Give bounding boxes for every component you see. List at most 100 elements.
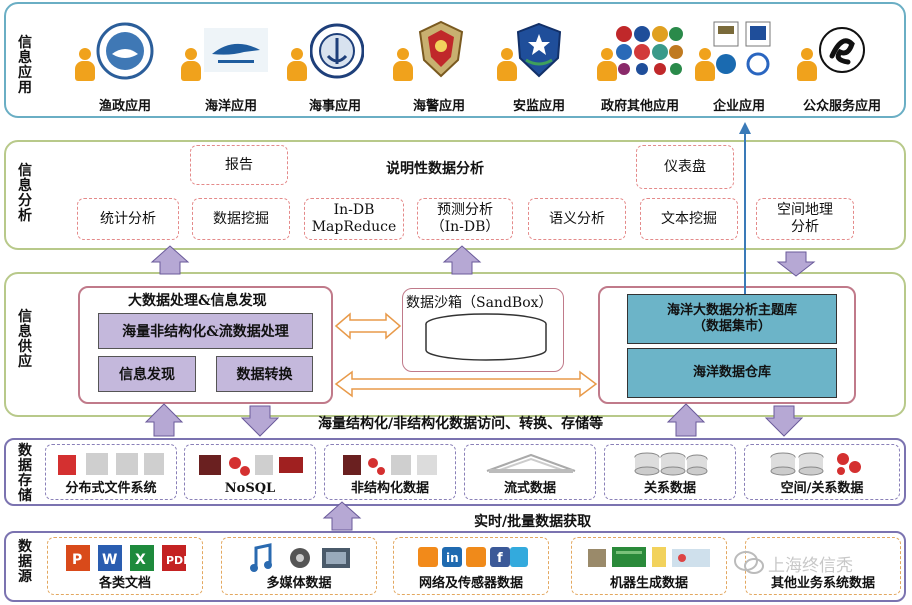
descriptive-analysis-title: 说明性数据分析: [386, 161, 484, 177]
person-icon: [74, 48, 96, 82]
ocean-warehouse-box: 海洋数据仓库: [627, 348, 837, 398]
database-cylinder-icon: [425, 313, 547, 361]
public-service-logo-icon: [819, 27, 865, 73]
text-mining-box: 文本挖掘: [640, 198, 738, 240]
watermark: 上海终信秃: [734, 548, 904, 578]
app-label: 公众服务应用: [802, 99, 881, 114]
storage-cell-spatial: 空间/关系数据: [744, 444, 900, 500]
svg-text:f: f: [497, 551, 503, 566]
data-mart-label: （数据集市）: [692, 319, 771, 334]
statistical-analysis-box: 统计分析: [77, 198, 179, 240]
predictive-indb-label: （In-DB）: [430, 219, 500, 235]
unstructured-processing-box: 海量非结构化&流数据处理: [98, 313, 313, 349]
predictive-analysis-box: 预测分析 （In-DB）: [417, 198, 513, 240]
app-label: 渔政应用: [98, 99, 151, 114]
double-arrow-sandbox: [334, 312, 402, 340]
fishery-emblem-icon: [96, 22, 154, 80]
application-layer-label: 信息应用: [18, 35, 32, 96]
info-discovery-box: 信息发现: [98, 356, 196, 392]
storage-cell-label: 关系数据: [643, 481, 696, 496]
person-icon: [180, 48, 202, 82]
down-arrow: [240, 405, 280, 437]
up-arrow: [150, 245, 190, 275]
coast-guard-badge-icon: [418, 20, 464, 78]
spatial-analysis-label: 分析: [791, 219, 819, 235]
person-icon: [286, 48, 308, 82]
spatial-analysis-box: 空间地理 分析: [756, 198, 854, 240]
down-arrow: [764, 405, 804, 437]
multimedia-icon: [250, 543, 350, 572]
supply-layer-label: 信息供应: [18, 309, 32, 370]
theme-database-box: 海洋大数据分析主题库 （数据集市）: [627, 294, 837, 344]
app-label: 安监应用: [512, 99, 565, 114]
blue-connector-arrowhead: [739, 122, 751, 134]
source-cell-label: 机器生成数据: [609, 576, 688, 591]
app-label: 海洋应用: [204, 99, 257, 114]
source-cell-machine: 机器生成数据: [571, 537, 727, 595]
svg-text:W: W: [102, 552, 117, 568]
analysis-layer-label: 信息分析: [18, 163, 32, 224]
government-emblems-icon: [616, 26, 683, 75]
app-label: 政府其他应用: [600, 99, 679, 114]
storage-cell-label: 流式数据: [503, 481, 556, 496]
relational-db-icon: [634, 452, 708, 476]
app-label: 海警应用: [412, 99, 465, 114]
data-access-caption: 海量结构化/非结构化数据访问、转换、存储等: [318, 416, 604, 432]
app-label: 海事应用: [308, 99, 361, 114]
nosql-icon: [199, 455, 303, 476]
semantic-analysis-box: 语义分析: [528, 198, 626, 240]
watermark-text: 上海终信秃: [768, 556, 853, 576]
safety-shield-icon: [516, 22, 562, 78]
up-arrow: [322, 501, 362, 531]
storage-cell-label: 非结构化数据: [350, 481, 429, 496]
maritime-emblem-icon: [310, 23, 364, 79]
person-icon: [596, 48, 618, 82]
person-icon: [392, 48, 414, 82]
ocean-logo-icon: [204, 28, 268, 72]
wechat-icon: [734, 551, 764, 574]
source-cell-label: 多媒体数据: [266, 576, 332, 591]
data-conversion-box: 数据转换: [216, 356, 313, 392]
indb-mapreduce-box: In-DB MapReduce: [304, 198, 404, 240]
data-acquisition-caption: 实时/批量数据获取: [474, 514, 592, 530]
person-icon: [496, 48, 518, 82]
machine-data-icon: [588, 547, 710, 567]
down-arrow: [776, 251, 816, 277]
up-arrow: [144, 403, 184, 437]
predictive-label: 预测分析: [437, 202, 493, 218]
storage-cell-label: 分布式文件系统: [65, 481, 157, 496]
storage-cell-relational: 关系数据: [604, 444, 736, 500]
storage-cell-stream: 流式数据: [464, 444, 596, 500]
svg-text:P: P: [72, 552, 82, 568]
storage-cell-nosql: NoSQL: [184, 444, 316, 500]
stream-data-icon: [486, 453, 576, 473]
dashboard-box: 仪表盘: [636, 145, 734, 189]
svg-text:X: X: [135, 552, 146, 568]
storage-cell-dfs: 分布式文件系统: [45, 444, 177, 500]
theme-database-label: 海洋大数据分析主题库: [666, 303, 797, 318]
source-cell-label: 各类文档: [98, 576, 151, 591]
indb-label: In-DB: [333, 202, 375, 218]
social-network-icon: in f: [418, 547, 528, 567]
person-icon: [796, 48, 818, 82]
storage-cell-label: NoSQL: [224, 481, 276, 496]
file-system-icon: [58, 453, 164, 475]
spatial-db-icon: [770, 452, 861, 476]
up-arrow: [666, 403, 706, 437]
source-cell-label: 网络及传感器数据: [418, 576, 523, 591]
person-icon: [694, 48, 716, 82]
app-label: 企业应用: [712, 99, 765, 114]
spatial-label: 空间地理: [777, 202, 833, 218]
source-cell-documents: P W X PDF 各类文档: [47, 537, 203, 595]
bigdata-processing-title: 大数据处理&信息发现: [128, 293, 267, 309]
svg-text:PDF: PDF: [166, 554, 188, 567]
storage-cell-unstructured: 非结构化数据: [324, 444, 456, 500]
storage-cell-label: 空间/关系数据: [780, 481, 864, 496]
source-layer-label: 数据源: [18, 539, 32, 585]
sandbox-title: 数据沙箱（SandBox）: [406, 295, 553, 311]
mapreduce-label: MapReduce: [311, 219, 397, 235]
enterprise-logos-icon: [713, 21, 771, 76]
storage-layer-label: 数据存储: [18, 443, 32, 504]
report-box: 报告: [190, 145, 288, 185]
